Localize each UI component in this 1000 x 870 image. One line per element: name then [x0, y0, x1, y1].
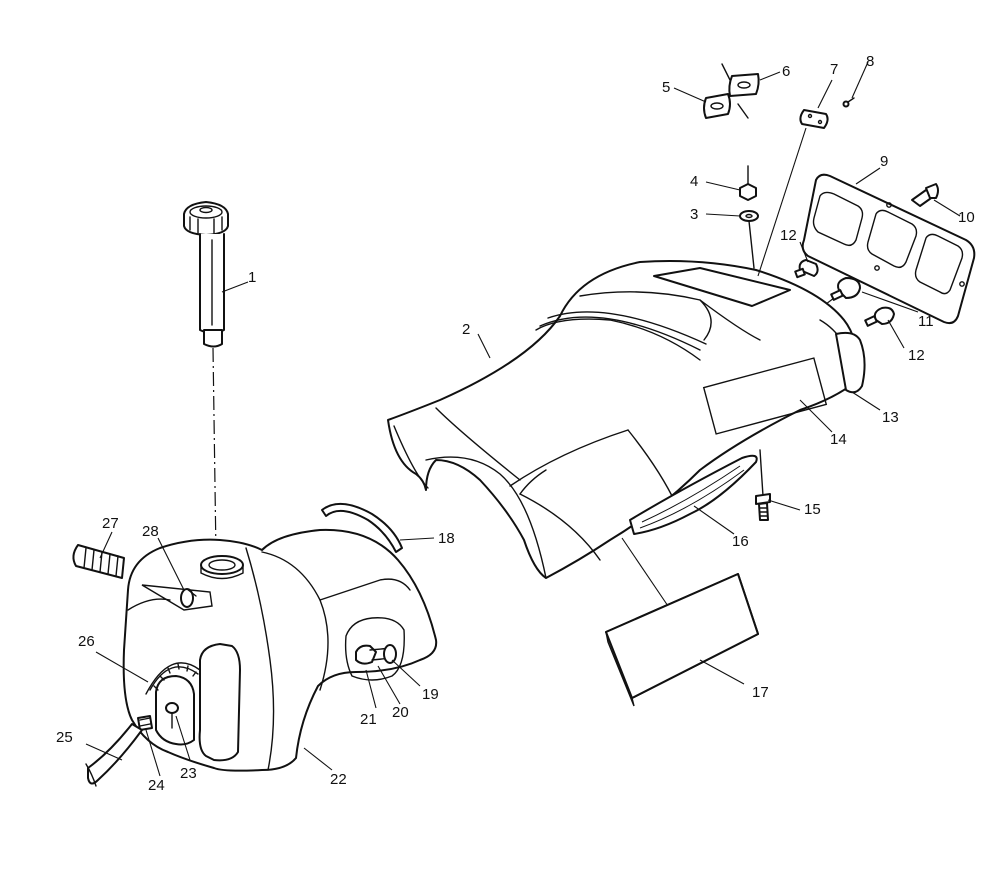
callout-20: 20: [392, 704, 409, 721]
callout-18: 18: [438, 530, 455, 547]
callout-24: 24: [148, 777, 165, 794]
nut: [739, 165, 757, 201]
callout-14: 14: [830, 431, 847, 448]
decal-outline: [702, 357, 828, 435]
callout-19: 19: [422, 686, 439, 703]
fuel-line-hose: [85, 723, 143, 787]
vent-hose: [72, 544, 125, 579]
reflector: [799, 109, 829, 129]
callout-3: 3: [690, 206, 698, 223]
fuel-sender: [145, 662, 201, 746]
callout-5: 5: [662, 79, 670, 96]
fuel-cap-assembly: [183, 201, 229, 348]
leader-lines: [85, 61, 961, 777]
callout-21: 21: [360, 711, 377, 728]
screw-small: [842, 97, 855, 108]
callout-28: 28: [142, 523, 159, 540]
callout-12-upper: 12: [780, 227, 797, 244]
callout-16: 16: [732, 533, 749, 550]
callout-4: 4: [690, 173, 698, 190]
callout-7: 7: [830, 61, 838, 78]
callout-1: 1: [248, 269, 256, 286]
bulb-middle: [825, 277, 861, 305]
foam-pad-line: [621, 537, 669, 607]
seat: [387, 260, 860, 579]
callout-6: 6: [782, 63, 790, 80]
callout-10: 10: [958, 209, 975, 226]
callout-2: 2: [462, 321, 470, 338]
callout-13: 13: [882, 409, 899, 426]
bulb-upper: [794, 259, 819, 279]
callout-labels: 1 2 3 4 5 6 7 8 9 10 11 12 12 13 14 15 1…: [56, 53, 975, 794]
callout-27: 27: [102, 515, 119, 532]
callout-23: 23: [180, 765, 197, 782]
callout-26: 26: [78, 633, 95, 650]
callout-8: 8: [866, 53, 874, 70]
callout-12-lower: 12: [908, 347, 925, 364]
reflector-mount-line: [757, 127, 807, 277]
lens-gasket: [703, 93, 731, 119]
callout-11: 11: [918, 313, 934, 330]
fuel-line-clamp: [137, 715, 153, 731]
vent-fitting: [180, 588, 197, 608]
callout-15: 15: [804, 501, 821, 518]
washer: [739, 210, 759, 269]
bulb-lower: [864, 306, 895, 327]
foam-pad: [605, 573, 759, 707]
callout-25: 25: [56, 729, 73, 746]
taillight-housing: [801, 173, 976, 325]
mount-bolt: [755, 449, 771, 521]
tank-strap: [321, 503, 403, 553]
fuel-tank: [122, 528, 438, 772]
taillight-screw: [911, 183, 939, 207]
callout-22: 22: [330, 771, 347, 788]
callout-17: 17: [752, 684, 769, 701]
seat-base: [629, 454, 758, 535]
tank-side-fitting: [355, 644, 397, 665]
fuel-cap-centerline: [212, 347, 217, 556]
lens-plate: [721, 63, 760, 119]
callout-9: 9: [880, 153, 888, 170]
